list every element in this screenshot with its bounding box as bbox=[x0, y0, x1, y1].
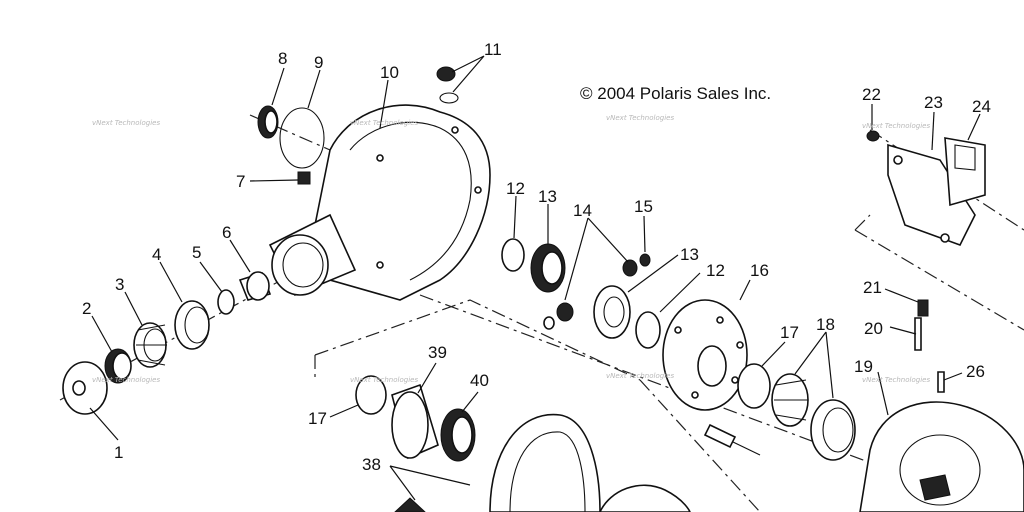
callout-label: 13 bbox=[538, 187, 557, 206]
callout-label: 26 bbox=[966, 362, 985, 381]
part-ringgear-38 bbox=[394, 413, 691, 512]
part-plug-7 bbox=[297, 171, 311, 185]
watermark-text: vNext Technologies bbox=[350, 376, 418, 384]
part-gear-13 bbox=[530, 243, 566, 293]
callout-label: 38 bbox=[362, 455, 381, 474]
part-gear-13b bbox=[593, 285, 631, 339]
callout-label: 20 bbox=[864, 319, 883, 338]
watermark-text: vNext Technologies bbox=[92, 119, 160, 127]
part-pin-20 bbox=[914, 317, 922, 351]
part-spring-21 bbox=[917, 299, 929, 317]
callout-label: 39 bbox=[428, 343, 447, 362]
part-oring-9 bbox=[279, 107, 325, 169]
watermark-text: vNext Technologies bbox=[606, 372, 674, 380]
callout-label: 15 bbox=[634, 197, 653, 216]
watermark-text: vNext Technologies bbox=[92, 376, 160, 384]
part-plate-16 bbox=[662, 299, 748, 411]
part-ring-17 bbox=[737, 363, 771, 409]
leader-lines bbox=[89, 55, 981, 501]
part-housing-10 bbox=[268, 104, 491, 301]
part-bearing-40 bbox=[440, 408, 476, 462]
callout-label: 23 bbox=[924, 93, 943, 112]
callout-label: 19 bbox=[854, 357, 873, 376]
callout-label: 1 bbox=[114, 443, 123, 462]
callout-label: 11 bbox=[484, 40, 502, 59]
callout-label: 17 bbox=[308, 409, 327, 428]
callout-labels: 1 2 3 4 5 6 7 8 9 10 11 12 13 14 15 12 1… bbox=[82, 40, 991, 474]
part-nut-22 bbox=[866, 130, 880, 142]
callout-label: 17 bbox=[780, 323, 799, 342]
callout-label: 24 bbox=[972, 97, 991, 116]
part-15 bbox=[639, 253, 651, 267]
part-bracket-24 bbox=[944, 137, 986, 207]
callout-label: 9 bbox=[314, 53, 323, 72]
part-washer-1 bbox=[62, 361, 108, 415]
part-ring-5 bbox=[217, 289, 235, 315]
watermark-text: vNext Technologies bbox=[606, 114, 674, 122]
callout-label: 18 bbox=[816, 315, 835, 334]
callout-label: 13 bbox=[680, 245, 699, 264]
watermarks: vNext Technologies vNext Technologies vN… bbox=[92, 114, 930, 384]
callout-label: 40 bbox=[470, 371, 489, 390]
callout-label: 4 bbox=[152, 245, 161, 264]
callout-label: 12 bbox=[706, 261, 725, 280]
part-sleeve-6 bbox=[238, 271, 272, 301]
part-race-4 bbox=[174, 300, 210, 350]
callout-label: 16 bbox=[750, 261, 769, 280]
callout-label: 22 bbox=[862, 85, 881, 104]
copyright-text: © 2004 Polaris Sales Inc. bbox=[580, 84, 771, 103]
callout-label: 14 bbox=[573, 201, 592, 220]
callout-label: 5 bbox=[192, 243, 201, 262]
watermark-text: vNext Technologies bbox=[862, 122, 930, 130]
part-26 bbox=[937, 371, 945, 393]
callout-label: 8 bbox=[278, 49, 287, 68]
part-ring-17b bbox=[355, 375, 387, 415]
watermark-text: vNext Technologies bbox=[350, 119, 418, 127]
part-washer-12 bbox=[501, 238, 525, 272]
part-bearing-18 bbox=[771, 373, 856, 461]
part-seal-8 bbox=[257, 105, 279, 139]
callout-label: 21 bbox=[863, 278, 882, 297]
part-bracket-23 bbox=[887, 143, 976, 246]
part-housing-19 bbox=[859, 401, 1024, 512]
part-plug-11 bbox=[436, 66, 459, 104]
part-bearing-3 bbox=[133, 322, 167, 368]
callout-label: 7 bbox=[236, 172, 245, 191]
callout-label: 2 bbox=[82, 299, 91, 318]
callout-label: 6 bbox=[222, 223, 231, 242]
part-washer-12b bbox=[635, 311, 661, 349]
part-sleeve-39 bbox=[391, 383, 439, 460]
part-nut-2 bbox=[104, 348, 132, 384]
callout-label: 3 bbox=[115, 275, 124, 294]
callout-label: 10 bbox=[380, 63, 399, 82]
watermark-text: vNext Technologies bbox=[862, 376, 930, 384]
part-bolt bbox=[703, 423, 761, 456]
callout-label: 12 bbox=[506, 179, 525, 198]
part-pinion-14 bbox=[543, 259, 638, 330]
